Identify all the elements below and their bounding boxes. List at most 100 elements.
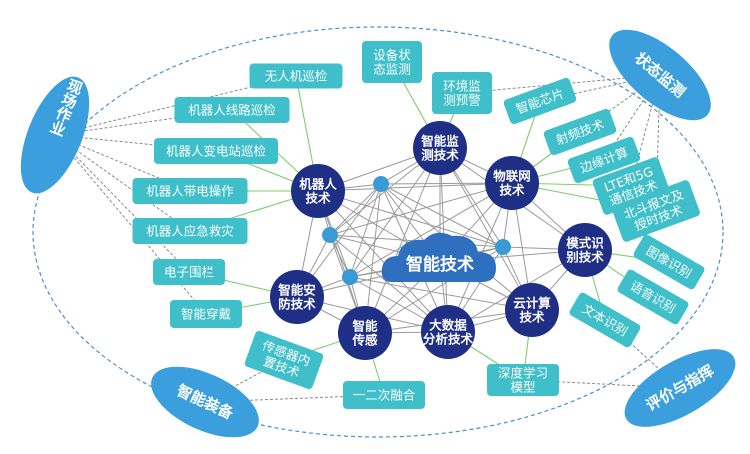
application-label: 模型 xyxy=(510,380,535,395)
scenario-ellipse: 现场作业 xyxy=(20,76,90,194)
scenario-ellipse: 智能装备 xyxy=(151,366,259,438)
application-box-shape xyxy=(132,218,248,244)
application-label: 态监测 xyxy=(373,62,411,77)
scenario-ellipse-shape xyxy=(20,76,90,194)
application-label: 机器人变电站巡检 xyxy=(166,144,267,159)
technology-label: 防技术 xyxy=(278,297,316,312)
outer-boundary-ellipse xyxy=(32,26,724,438)
application-box: 机器人应急救灾 xyxy=(132,218,248,244)
hub-title: 智能技术 xyxy=(406,254,474,275)
network-link xyxy=(317,190,449,333)
application-label: 机器人带电操作 xyxy=(146,184,234,199)
application-label: 电子围栏 xyxy=(164,265,214,280)
application-box: 文本识别 xyxy=(569,292,641,348)
technology-label: 别技术 xyxy=(565,250,604,265)
technology-label: 技术 xyxy=(519,310,545,325)
application-box-shape xyxy=(487,364,559,396)
network-link xyxy=(317,190,504,248)
application-label: 机器人线路巡检 xyxy=(188,103,276,118)
network-link xyxy=(329,182,513,236)
application-box-shape xyxy=(154,138,278,164)
technology-label: 大数据 xyxy=(429,317,467,332)
application-label: 无人机巡检 xyxy=(265,69,328,84)
application-box-shape xyxy=(567,136,641,184)
technology-label: 测技术 xyxy=(421,148,459,163)
application-box-shape xyxy=(132,178,248,204)
application-box: 机器人带电操作 xyxy=(132,178,248,204)
application-box-shape xyxy=(244,330,324,390)
network-link xyxy=(317,182,513,192)
application-label: 设备状 xyxy=(373,47,411,62)
network-link xyxy=(349,182,513,278)
application-box-shape xyxy=(362,41,422,83)
application-box: 机器人变电站巡检 xyxy=(154,138,278,164)
application-label: 测预警 xyxy=(443,93,481,108)
application-box-shape xyxy=(503,77,577,125)
network-dot xyxy=(373,176,389,192)
technology-circle xyxy=(413,121,467,175)
cloud-shape xyxy=(381,232,496,282)
application-box-shape xyxy=(633,234,705,290)
application-box: 智能穿戴 xyxy=(170,300,242,328)
network-dot xyxy=(342,269,358,285)
technology-circle xyxy=(270,270,324,324)
technology-label: 机器人 xyxy=(299,176,337,191)
application-box-shape xyxy=(617,269,689,325)
technology-circle xyxy=(558,223,612,277)
technology-circle xyxy=(338,306,392,360)
application-box-shape xyxy=(612,180,700,242)
network-dot xyxy=(322,227,338,243)
scenario-ellipse-shape xyxy=(151,366,259,438)
application-box-shape xyxy=(592,157,670,215)
network-link xyxy=(329,183,382,236)
application-box: 电子围栏 xyxy=(153,259,225,285)
technology-circle xyxy=(505,283,559,337)
technology-circle xyxy=(291,164,345,218)
application-box: 智能芯片 xyxy=(503,77,577,125)
application-label: 环境监 xyxy=(443,78,481,93)
network-link xyxy=(349,276,533,311)
application-box: 一二次融合 xyxy=(343,381,425,409)
application-label: 深度学习 xyxy=(498,365,548,380)
network-dot xyxy=(495,239,511,255)
technology-circle xyxy=(485,156,539,210)
application-label: 机器人应急救灾 xyxy=(146,224,234,239)
scenario-app-link xyxy=(461,74,661,94)
scenario-app-link xyxy=(54,134,190,273)
application-box: 机器人线路巡检 xyxy=(174,97,290,123)
technology-label: 分析技术 xyxy=(423,332,474,347)
technology-label: 云计算 xyxy=(513,295,551,310)
application-box-shape xyxy=(174,97,290,123)
scenario-ellipse-shape xyxy=(609,29,711,121)
technology-label: 物联网 xyxy=(493,168,531,183)
technology-label: 智能 xyxy=(351,318,378,333)
technology-label: 传感 xyxy=(351,333,378,348)
application-box-shape xyxy=(170,300,242,328)
scenario-ellipse: 评价与指挥 xyxy=(624,349,736,427)
technology-label: 智能监 xyxy=(420,133,459,148)
application-box-shape xyxy=(153,259,225,285)
technology-label: 技术 xyxy=(499,183,525,198)
technology-circle xyxy=(421,305,475,359)
application-box: 无人机巡检 xyxy=(249,63,343,89)
network-link xyxy=(380,183,504,248)
technology-label: 技术 xyxy=(305,191,331,206)
hub-cloud: 智能技术 xyxy=(381,232,496,282)
application-box-shape xyxy=(432,72,492,114)
technology-label: 模式识 xyxy=(566,235,604,250)
application-label: 一二次融合 xyxy=(353,388,416,403)
technology-label: 智能安 xyxy=(277,282,316,297)
application-label: 智能穿戴 xyxy=(181,307,231,322)
